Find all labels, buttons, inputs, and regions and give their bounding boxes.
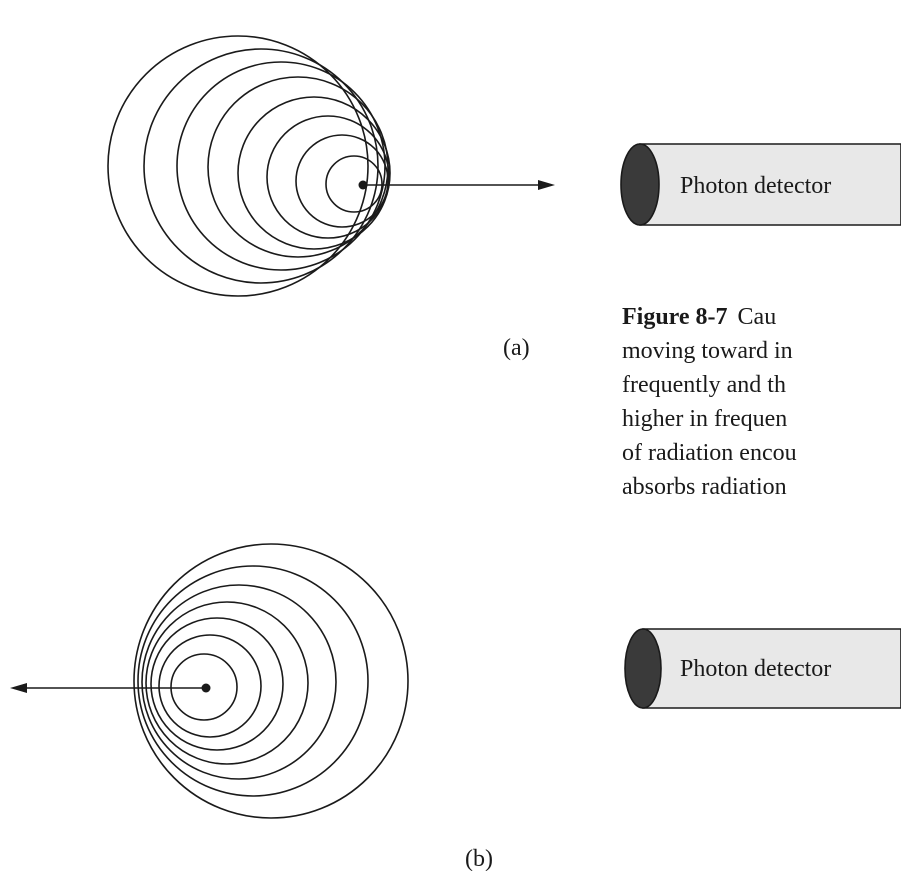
wavefront [266, 115, 390, 239]
wavefront [145, 601, 309, 765]
wavefront [107, 35, 369, 297]
wavefront [137, 565, 369, 797]
wavefront [237, 96, 391, 250]
caption-line-5: of radiation encou [622, 440, 797, 466]
wavefront [141, 584, 337, 780]
detector-opening-a [620, 143, 660, 226]
caption-line-4: higher in frequen [622, 406, 788, 432]
photon-detector-b: Photon detector [624, 628, 901, 709]
wavefront [170, 653, 238, 721]
caption-line-1: Figure 8-7 Cau [622, 300, 901, 334]
wavefront [143, 48, 379, 284]
photon-detector-a: Photon detector [620, 143, 901, 226]
caption-line-6: absorbs radiation [622, 474, 787, 500]
detector-label-a: Photon detector [680, 173, 831, 199]
arrowhead-right-icon [538, 180, 555, 190]
wavefront [325, 155, 383, 213]
panel-label-b: (b) [465, 846, 493, 871]
figure-label: Figure 8-7 [622, 304, 728, 330]
wavefront [295, 134, 389, 228]
caption-line-1-text: Cau [737, 304, 777, 330]
detector-label-b: Photon detector [680, 656, 831, 682]
detector-opening-b [624, 628, 662, 709]
figure-caption: Figure 8-7 Cau moving toward in frequentl… [622, 300, 901, 504]
wavefronts-b [133, 543, 409, 819]
arrowhead-left-icon [10, 683, 27, 693]
panel-label-a: (a) [503, 335, 530, 361]
wavefront [158, 634, 262, 738]
caption-line-3: frequently and th [622, 372, 786, 398]
caption-line-2: moving toward in [622, 338, 793, 364]
wavefronts-a [107, 35, 391, 297]
wavefront [150, 617, 284, 751]
wavefront [133, 543, 409, 819]
